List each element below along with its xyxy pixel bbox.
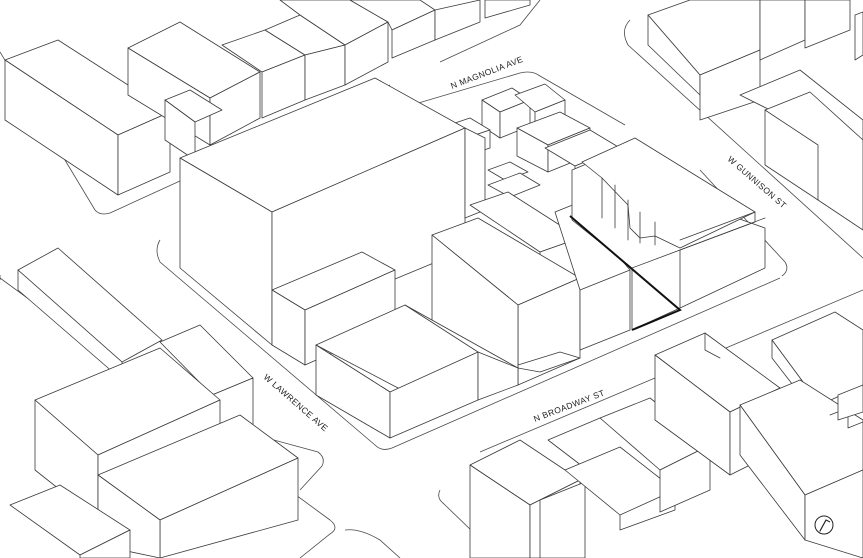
block-northwest	[4, 0, 531, 196]
block-site-corner-building	[571, 137, 766, 331]
street-label-broadway: N BROADWAY ST	[532, 388, 606, 424]
project-site-outline	[569, 215, 682, 331]
block-site-midrise	[271, 191, 631, 439]
street-label-magnolia: N MAGNOLIA AVE	[449, 54, 524, 91]
block-southeast	[469, 311, 863, 558]
block-northeast	[647, 0, 863, 231]
north-arrow-icon	[814, 515, 834, 535]
block-southwest	[9, 247, 299, 558]
